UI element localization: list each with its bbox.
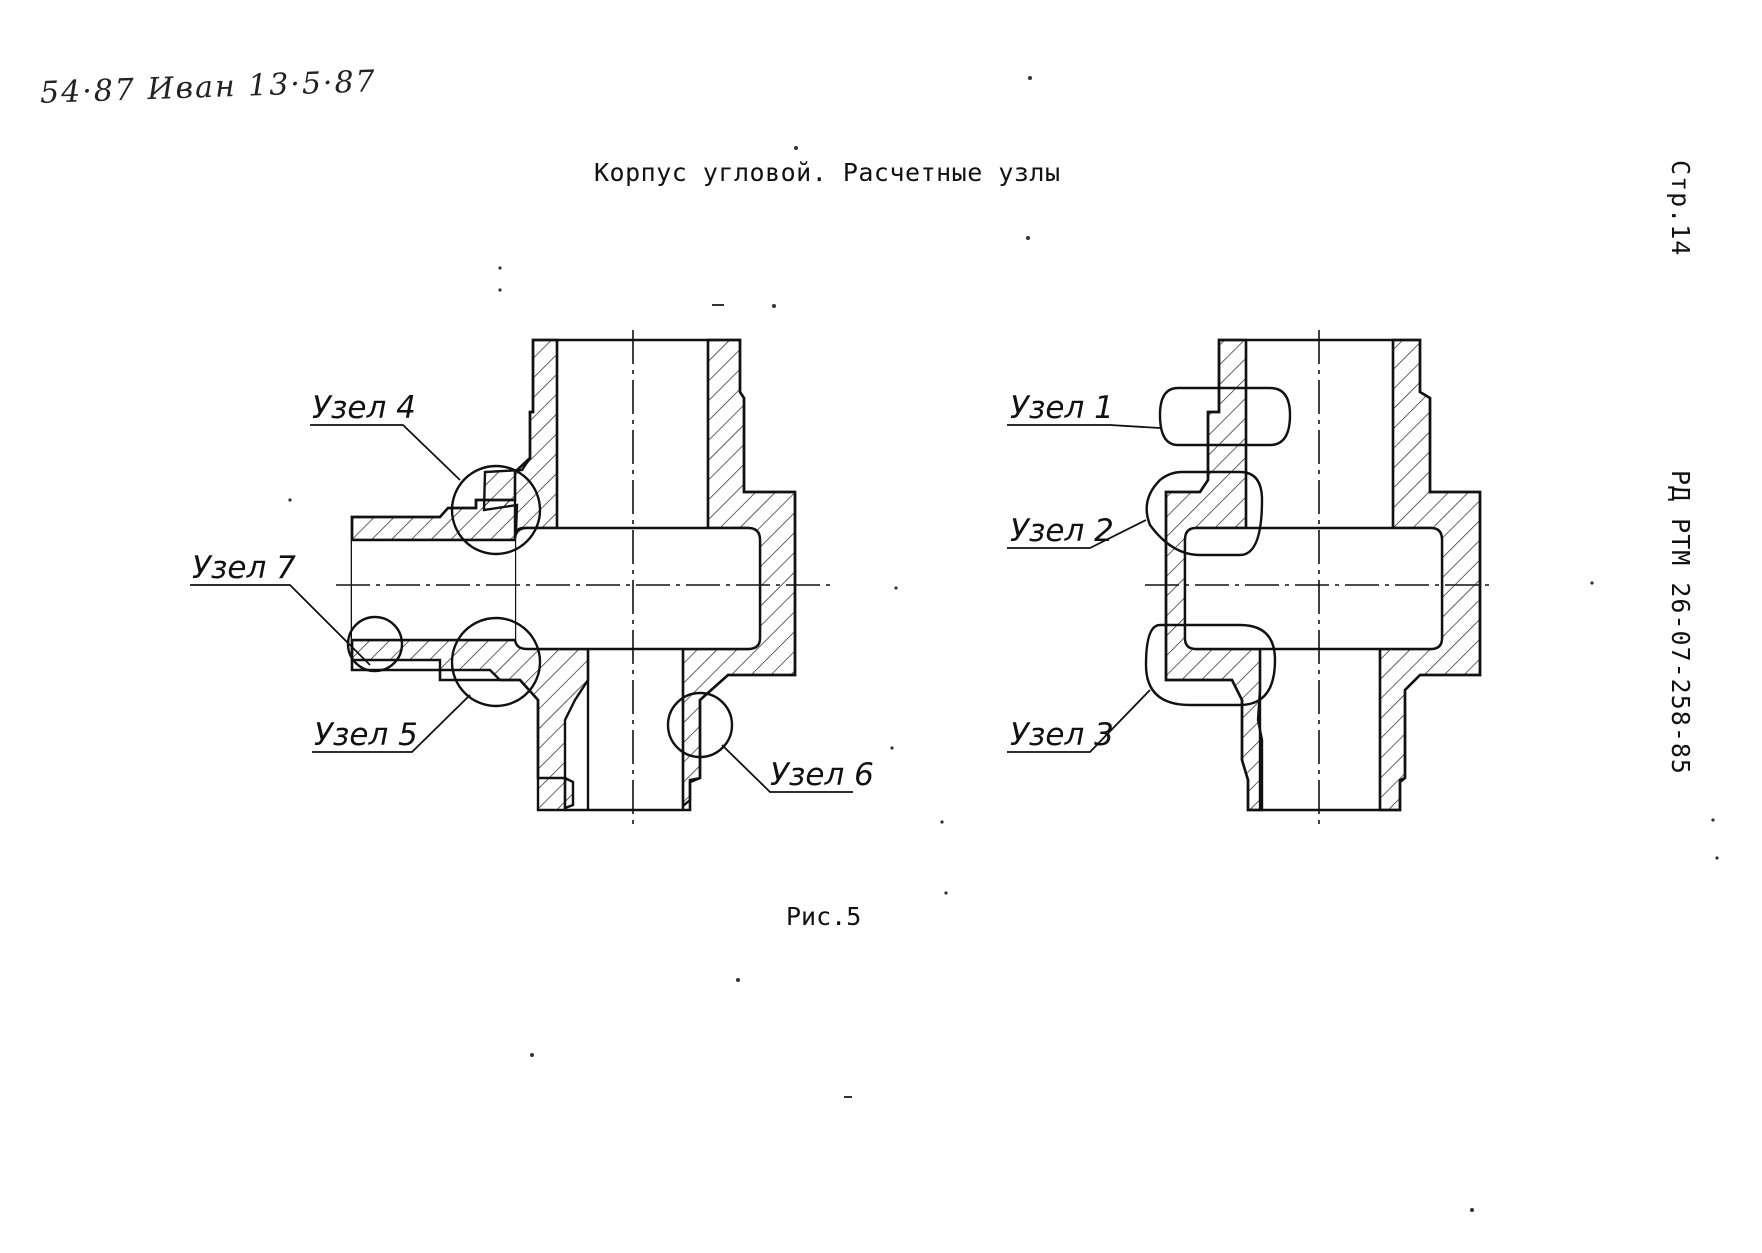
left-view-leaders bbox=[190, 424, 853, 793]
page-title: Корпус угловой. Расчетные узлы bbox=[594, 158, 1061, 187]
figure-caption: Рис.5 bbox=[786, 902, 862, 931]
node2-loop bbox=[1145, 470, 1264, 557]
node2-label: Узел 2 bbox=[1010, 513, 1114, 549]
left-view-inner-cavity bbox=[513, 526, 762, 651]
left-section-view bbox=[346, 338, 797, 812]
node6-label: Узел 6 bbox=[770, 757, 874, 793]
node4-label: Узел 4 bbox=[312, 390, 416, 426]
node3-label: Узел 3 bbox=[1010, 717, 1114, 753]
right-section-view bbox=[1144, 338, 1482, 812]
left-view-branch-upper-wall bbox=[350, 498, 517, 542]
node6-circle bbox=[666, 691, 734, 759]
node1-label: Узел 1 bbox=[1010, 390, 1114, 426]
node4-circle bbox=[450, 464, 542, 556]
node3-loop bbox=[1144, 623, 1277, 707]
right-view-inner-cavity bbox=[1183, 526, 1444, 651]
node5-label: Узел 5 bbox=[314, 717, 418, 753]
node7-label: Узел 7 bbox=[192, 550, 296, 586]
node5-circle bbox=[450, 616, 542, 708]
left-view-centerlines bbox=[336, 330, 830, 825]
document-code: РД РТМ 26-07-258-85 bbox=[1666, 470, 1695, 775]
right-view-leaders bbox=[1007, 424, 1161, 753]
scan-specks bbox=[288, 76, 1719, 1212]
node1-slot bbox=[1158, 386, 1292, 447]
right-view-outline bbox=[1164, 338, 1482, 812]
right-view-centerlines bbox=[1145, 330, 1495, 825]
left-view-outline bbox=[350, 338, 797, 812]
page-number: Стр.14 bbox=[1666, 160, 1695, 257]
